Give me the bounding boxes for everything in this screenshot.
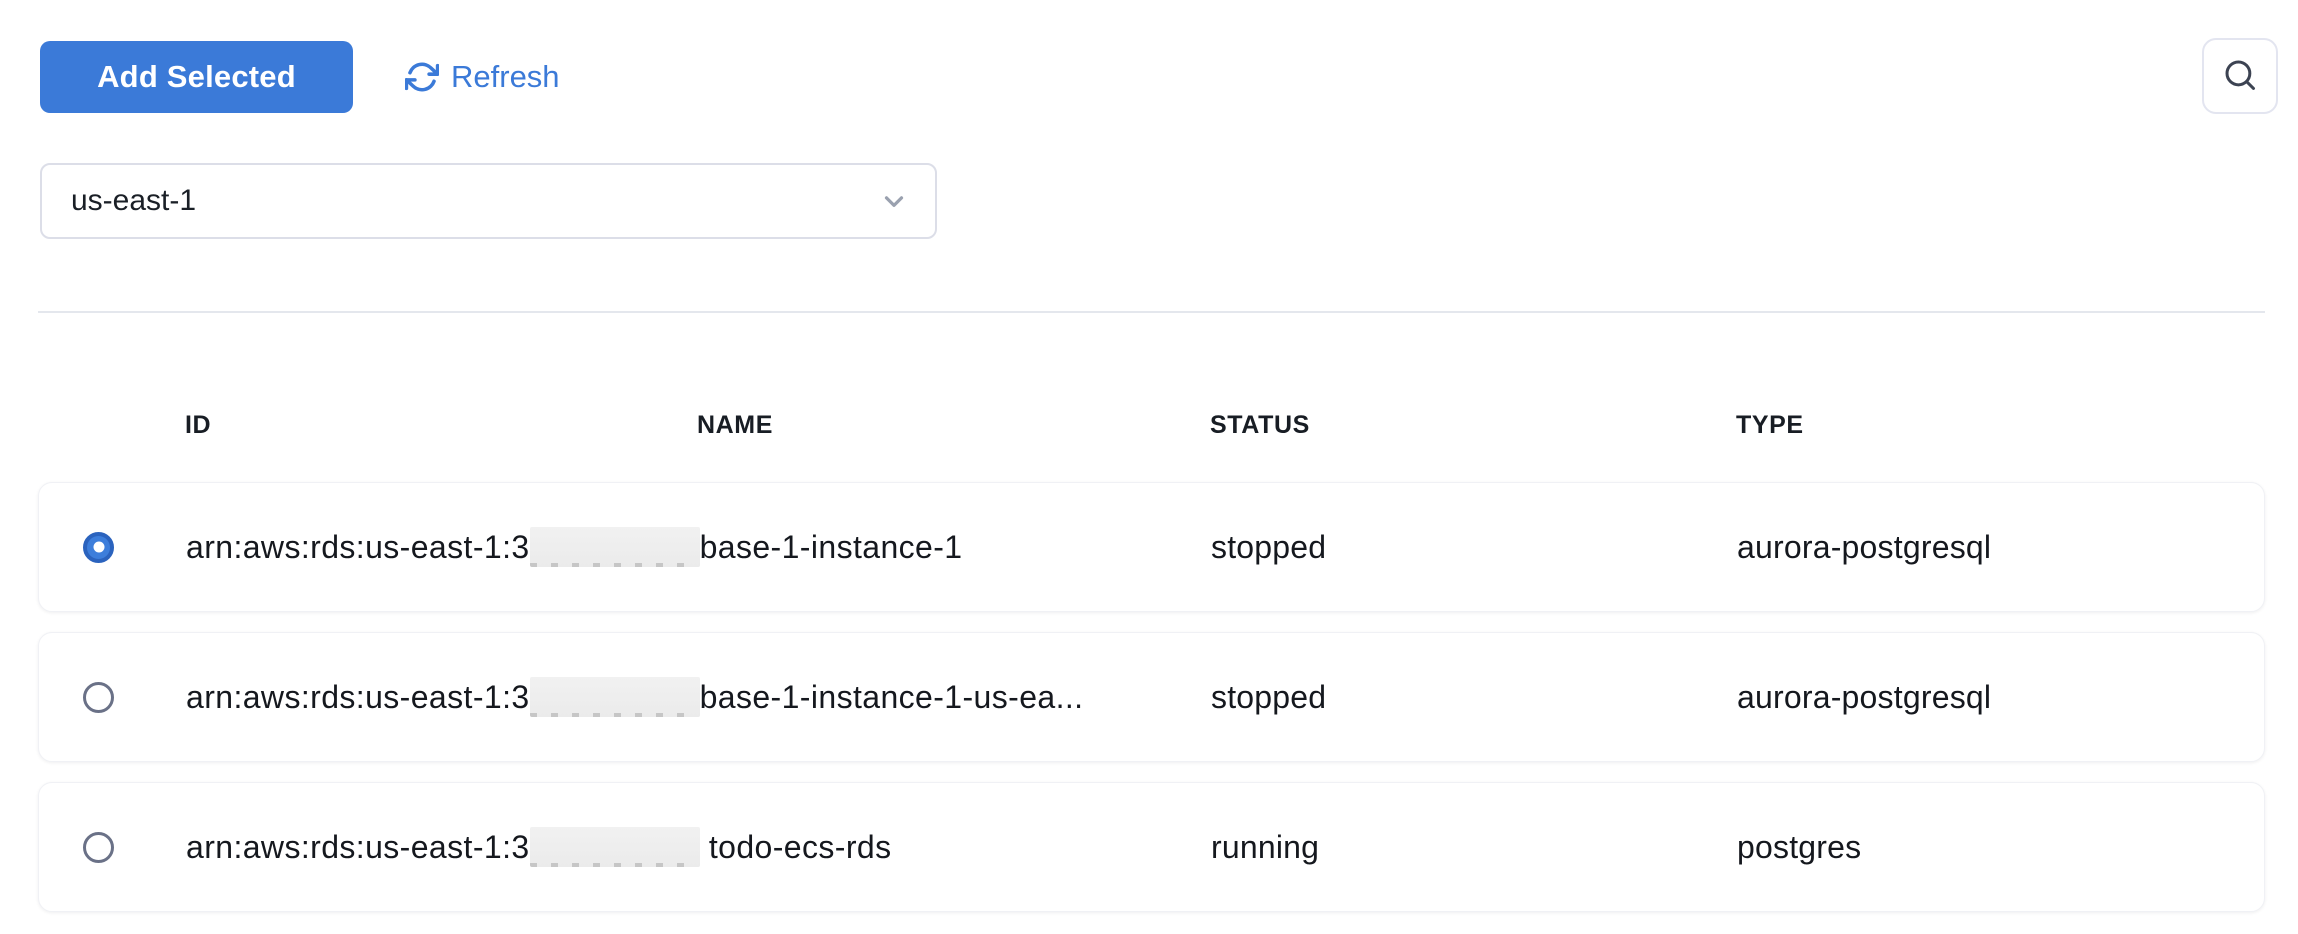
row-name: base-1-instance-1 [699,529,963,565]
redacted-text [529,527,700,567]
column-header-status: STATUS [1210,410,1310,439]
row-name: base-1-instance-1-us-ea... [699,679,1084,715]
search-icon [2221,56,2259,97]
redacted-text [529,827,700,867]
column-header-name: NAME [697,410,774,439]
table-row[interactable]: arn:aws:rds:us-east-1:3 base-1-instance-1… [38,482,2265,612]
add-selected-button[interactable]: Add Selected [40,41,353,113]
row-id-name: arn:aws:rds:us-east-1:3 base-1-instance-1… [186,677,1211,717]
row-type: aurora-postgresql [1737,528,1992,565]
radio-cell [39,681,186,713]
row-type: postgres [1737,828,1862,865]
toolbar: Add Selected Refresh [40,41,560,113]
search-button[interactable] [2202,38,2278,114]
row-id-prefix: arn:aws:rds:us-east-1:3 [186,529,530,565]
table-row[interactable]: arn:aws:rds:us-east-1:3 todo-ecs-rds run… [38,782,2265,912]
row-id-name: arn:aws:rds:us-east-1:3 base-1-instance-1 [186,527,1211,567]
row-radio[interactable] [83,531,114,563]
row-id-name: arn:aws:rds:us-east-1:3 todo-ecs-rds [186,827,1211,867]
row-radio[interactable] [83,831,114,863]
region-select-value: us-east-1 [71,184,197,217]
row-name: todo-ecs-rds [699,829,892,865]
refresh-icon [405,60,439,94]
row-id-prefix: arn:aws:rds:us-east-1:3 [186,679,530,715]
refresh-button[interactable]: Refresh [405,59,560,95]
row-type: aurora-postgresql [1737,678,1992,715]
row-status: running [1211,828,1320,865]
region-select[interactable]: us-east-1 [40,163,937,239]
column-header-id: ID [185,410,212,439]
table-row[interactable]: arn:aws:rds:us-east-1:3 base-1-instance-1… [38,632,2265,762]
radio-cell [39,531,186,563]
row-status: stopped [1211,678,1327,715]
row-id-prefix: arn:aws:rds:us-east-1:3 [186,829,530,865]
refresh-label: Refresh [451,59,560,94]
column-header-type: TYPE [1736,410,1804,439]
table-header: ID NAME STATUS TYPE [38,405,2265,445]
redacted-text [529,677,700,717]
row-radio[interactable] [83,681,114,713]
row-status: stopped [1211,528,1327,565]
radio-cell [39,831,186,863]
chevron-down-icon [879,186,909,216]
divider [38,311,2265,313]
